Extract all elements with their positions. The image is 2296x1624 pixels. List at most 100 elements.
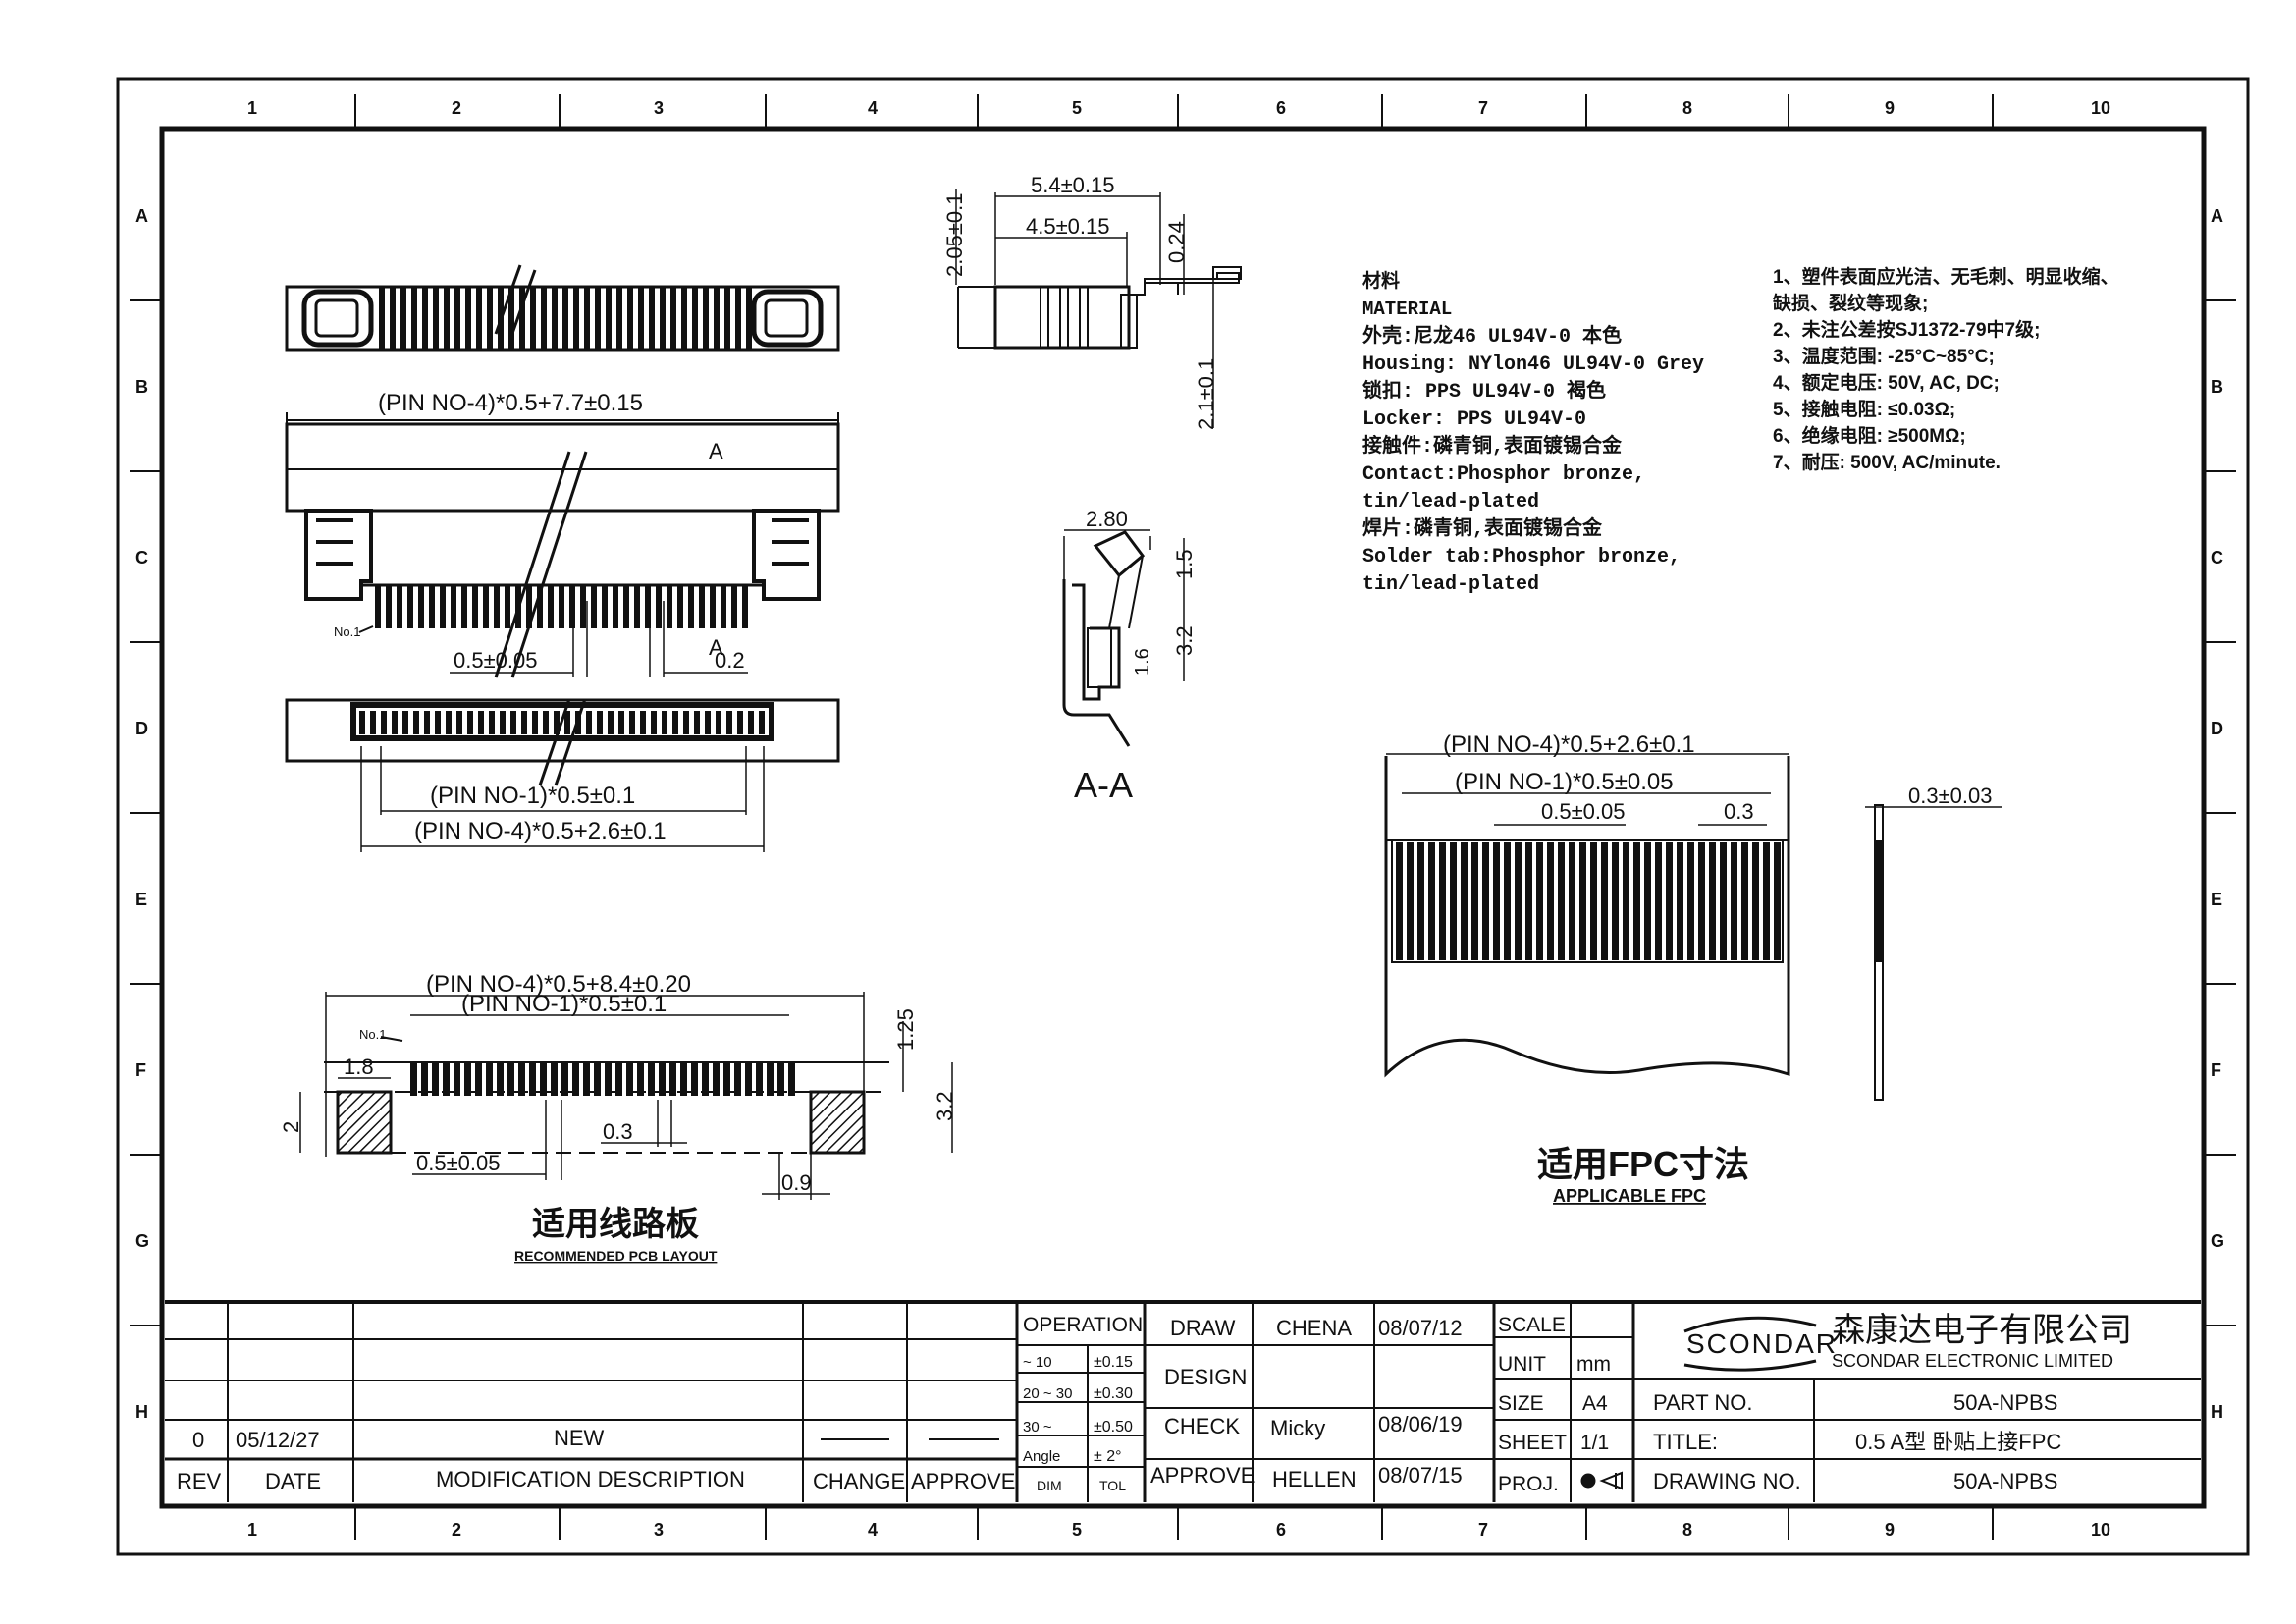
pin-mark bbox=[472, 585, 478, 628]
pin-mark bbox=[429, 585, 435, 628]
pin-mark bbox=[672, 711, 678, 734]
pin-mark bbox=[626, 1062, 633, 1096]
operation-label: OPERATION bbox=[1023, 1314, 1143, 1336]
column-marker-bottom: 5 bbox=[1072, 1520, 1082, 1540]
pin-mark bbox=[595, 287, 601, 350]
pin-mark bbox=[1774, 842, 1781, 960]
pin-mark bbox=[745, 1062, 752, 1096]
pin-mark bbox=[1569, 842, 1575, 960]
pin-mark bbox=[478, 711, 484, 734]
pin-mark bbox=[1590, 842, 1597, 960]
pcb-dim-2: 2 bbox=[279, 1121, 303, 1133]
pin-mark bbox=[444, 287, 450, 350]
pcb-pitch-dim: 0.5±0.05 bbox=[416, 1151, 500, 1175]
pin-mark bbox=[510, 711, 516, 734]
material-line: 锁扣: PPS UL94V-0 褐色 bbox=[1362, 378, 1606, 404]
pin-mark bbox=[735, 287, 741, 350]
pin-mark bbox=[421, 1062, 428, 1096]
pin-mark bbox=[1741, 842, 1748, 960]
pin-mark bbox=[1515, 842, 1522, 960]
title-block-text: 0 05/12/27 NEW REV DATE MODIFICATION DES… bbox=[177, 1312, 2132, 1495]
pin-mark bbox=[456, 711, 462, 734]
material-line: tin/lead-plated bbox=[1362, 573, 1539, 596]
company-logo: SCONDAR bbox=[1686, 1328, 1838, 1359]
row-marker-right: A bbox=[2211, 206, 2223, 226]
pin-mark bbox=[562, 287, 568, 350]
pin-mark bbox=[710, 585, 716, 628]
row-marker-right: D bbox=[2211, 719, 2223, 738]
pin-mark bbox=[461, 585, 467, 628]
pin-mark bbox=[623, 585, 629, 628]
row-marker-right: C bbox=[2211, 548, 2223, 568]
column-marker-bottom: 1 bbox=[247, 1520, 257, 1540]
row-marker-left: E bbox=[135, 890, 147, 909]
pin-mark bbox=[559, 585, 564, 628]
row-marker-left: D bbox=[135, 719, 148, 738]
inner-frame bbox=[159, 126, 2207, 1509]
column-marker-top: 8 bbox=[1682, 98, 1692, 118]
column-marker-top: 6 bbox=[1276, 98, 1286, 118]
aa-dim-16: 1.6 bbox=[1132, 648, 1153, 676]
bottom-span1-dim: (PIN NO-1)*0.5±0.1 bbox=[430, 783, 635, 809]
pin-mark bbox=[746, 287, 752, 350]
material-line: Contact:Phosphor bronze, bbox=[1362, 463, 1645, 486]
column-marker-top: 1 bbox=[247, 98, 257, 118]
pin-mark bbox=[721, 585, 726, 628]
pin-mark bbox=[375, 585, 381, 628]
pin-mark bbox=[616, 287, 622, 350]
pin-mark bbox=[400, 287, 406, 350]
pin-mark bbox=[648, 1062, 655, 1096]
aa-section-title: A-A bbox=[1074, 765, 1133, 805]
pin-mark bbox=[705, 711, 711, 734]
row-marker-left: G bbox=[135, 1231, 149, 1251]
pin-mark bbox=[1752, 842, 1759, 960]
connector-bottom-view: (PIN NO-1)*0.5±0.1 (PIN NO-4)*0.5+2.6±0.… bbox=[285, 698, 840, 852]
drawing-no-value: 50A-NPBS bbox=[1953, 1469, 2057, 1493]
pin-mark bbox=[1461, 842, 1468, 960]
note-line: 3、温度范围: -25°C~85°C; bbox=[1773, 345, 1995, 367]
pin-mark bbox=[543, 711, 549, 734]
pin-mark bbox=[1407, 842, 1414, 960]
pin-mark bbox=[606, 287, 612, 350]
front-pitch-dim: 0.5±0.05 bbox=[454, 648, 537, 673]
pin-mark bbox=[1709, 842, 1716, 960]
pin-mark bbox=[1525, 842, 1532, 960]
draw-date: 08/07/12 bbox=[1378, 1316, 1463, 1340]
pin-mark bbox=[454, 287, 460, 350]
column-marker-bottom: 2 bbox=[452, 1520, 461, 1540]
pin-mark bbox=[410, 1062, 417, 1096]
pin-mark bbox=[748, 711, 754, 734]
tolerance-range: ~ 10 bbox=[1023, 1354, 1052, 1371]
approve-col-label: APPROVE bbox=[911, 1469, 1015, 1493]
pin-mark bbox=[1450, 842, 1457, 960]
connector-front-view: No.1 0.5±0.05 0.2 A A (PIN NO-4)*0.5+7.7… bbox=[285, 390, 840, 678]
pin-mark bbox=[734, 1062, 741, 1096]
column-marker-bottom: 10 bbox=[2091, 1520, 2110, 1540]
pin-mark bbox=[662, 711, 667, 734]
row-marker-right: H bbox=[2211, 1402, 2223, 1422]
column-marker-top: 3 bbox=[654, 98, 664, 118]
tolerance-range: 20 ~ 30 bbox=[1023, 1385, 1072, 1402]
fpc-title-cn: 适用FPC寸法 bbox=[1537, 1144, 1749, 1184]
pin-mark bbox=[605, 1062, 612, 1096]
fpc-title-en: APPLICABLE FPC bbox=[1553, 1186, 1706, 1206]
proj-label: PROJ. bbox=[1498, 1473, 1559, 1495]
pin-mark bbox=[443, 1062, 450, 1096]
front-overall-dim: (PIN NO-4)*0.5+7.7±0.15 bbox=[378, 390, 643, 416]
pin-mark bbox=[397, 585, 402, 628]
note-line: 5、接触电阻: ≤0.03Ω; bbox=[1773, 398, 1955, 420]
note-line: 6、绝缘电阻: ≥500MΩ; bbox=[1773, 424, 1966, 447]
pin-mark bbox=[413, 711, 419, 734]
pin-mark bbox=[1731, 842, 1737, 960]
pin-mark bbox=[699, 585, 705, 628]
pin-mark bbox=[486, 1062, 493, 1096]
pin-mark bbox=[594, 1062, 601, 1096]
pin-mark bbox=[737, 711, 743, 734]
fpc-thickness-dim: 0.3±0.03 bbox=[1908, 784, 1992, 808]
pcb-title-en: RECOMMENDED PCB LAYOUT bbox=[514, 1248, 718, 1264]
pin-mark bbox=[561, 1062, 568, 1096]
pin-mark bbox=[537, 585, 543, 628]
pin-mark bbox=[627, 287, 633, 350]
check-label: CHECK bbox=[1164, 1414, 1240, 1438]
